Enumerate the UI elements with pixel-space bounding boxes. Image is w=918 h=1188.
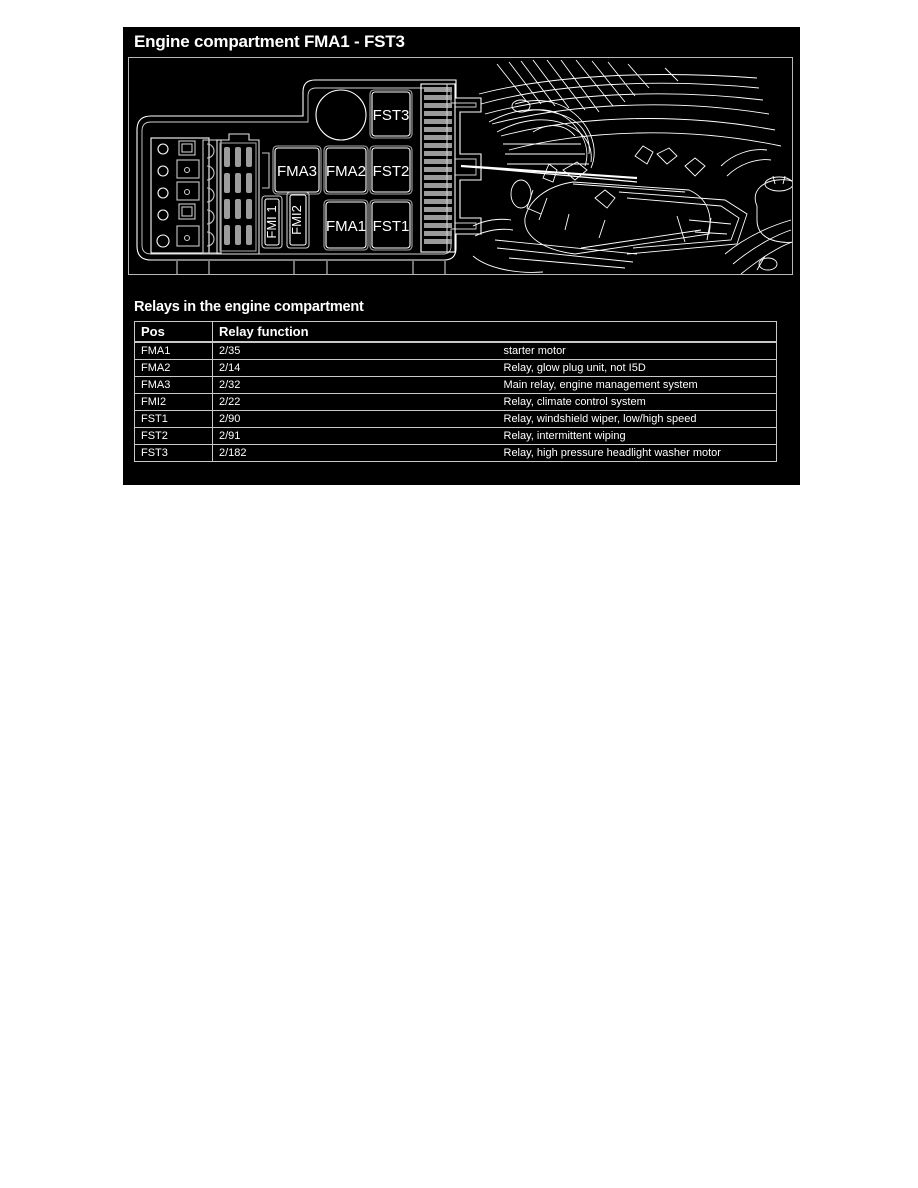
relay-label-fma3: FMA3 <box>277 163 317 180</box>
engine-bay-line-art <box>460 59 792 274</box>
cell-code: 2/182 <box>212 444 495 462</box>
relay-fst2: FST2 <box>369 145 413 195</box>
document-panel: Engine compartment FMA1 - FST3 <box>123 27 800 485</box>
relay-label-fst2: FST2 <box>373 163 410 180</box>
relay-table-head: Pos Relay function <box>134 321 777 343</box>
table-header-row: Pos Relay function <box>134 321 777 343</box>
connector-bank <box>150 137 222 254</box>
relay-label-fmi1: FMI 1 <box>264 205 279 238</box>
relay-label-fst3: FST3 <box>373 107 410 124</box>
fuse-box-bottom-ticks <box>176 261 446 274</box>
fuse-strip <box>420 83 456 253</box>
column-header-relay-function: Relay function <box>212 321 777 343</box>
cell-function: Relay, intermittent wiping <box>494 427 777 445</box>
cell-function: Main relay, engine management system <box>494 376 777 394</box>
cell-pos: FST3 <box>134 444 213 462</box>
cell-code: 2/32 <box>212 376 495 394</box>
relay-label-fma1: FMA1 <box>326 218 366 235</box>
relay-fst1: FST1 <box>369 199 413 251</box>
engine-compartment-fuse-box-diagram: FMI 1 FMI2 FST3 FMA3 <box>129 58 792 274</box>
cell-code: 2/90 <box>212 410 495 428</box>
cell-function: starter motor <box>494 341 777 360</box>
relay-label-fst1: FST1 <box>373 218 410 235</box>
cell-function: Relay, climate control system <box>494 393 777 411</box>
cell-pos: FST1 <box>134 410 213 428</box>
section-heading: Relays in the engine compartment <box>134 299 364 315</box>
column-header-pos: Pos <box>134 321 213 343</box>
cell-code: 2/35 <box>212 341 495 360</box>
cell-pos: FMI2 <box>134 393 213 411</box>
cell-function: Relay, high pressure headlight washer mo… <box>494 444 777 462</box>
relay-fma3: FMA3 <box>272 145 322 195</box>
relay-label-fma2: FMA2 <box>326 163 366 180</box>
cell-code: 2/14 <box>212 359 495 377</box>
relay-label-fmi2: FMI2 <box>289 205 304 235</box>
cell-pos: FMA2 <box>134 359 213 377</box>
relay-fma2: FMA2 <box>323 145 369 195</box>
cell-function: Relay, glow plug unit, not I5D <box>494 359 777 377</box>
cell-code: 2/91 <box>212 427 495 445</box>
fuse-carrier <box>216 133 270 255</box>
cell-pos: FMA3 <box>134 376 213 394</box>
page-title: Engine compartment FMA1 - FST3 <box>134 32 405 51</box>
cell-code: 2/22 <box>212 393 495 411</box>
relay-fma1: FMA1 <box>323 199 369 251</box>
cell-function: Relay, windshield wiper, low/high speed <box>494 410 777 428</box>
relay-fmi1: FMI 1 <box>261 195 283 249</box>
relay-fst3: FST3 <box>369 89 413 139</box>
fuse-box-outline <box>136 79 482 261</box>
cell-pos: FST2 <box>134 427 213 445</box>
illustration-frame: FMI 1 FMI2 FST3 FMA3 <box>128 57 793 275</box>
cell-pos: FMA1 <box>134 341 213 360</box>
